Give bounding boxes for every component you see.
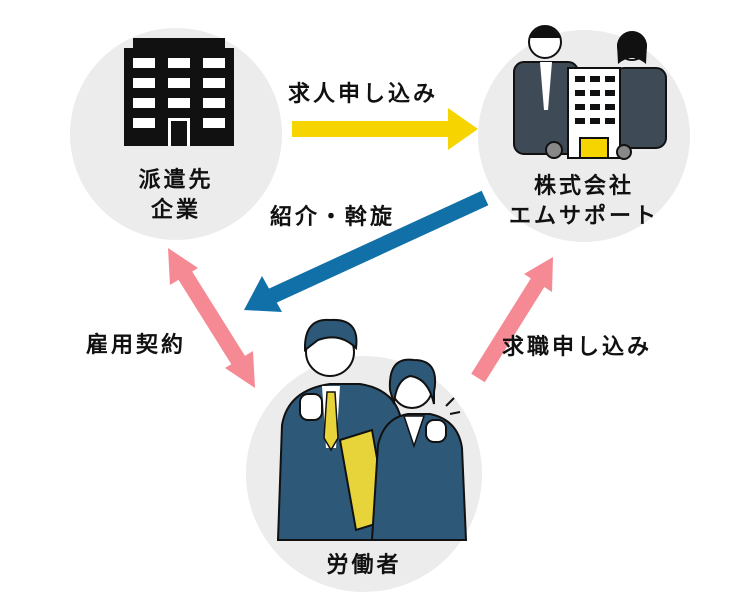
workers-illustration xyxy=(276,318,468,541)
client-label-line1: 派遣先 xyxy=(138,168,214,193)
client-label-line2: 企業 xyxy=(150,197,201,223)
job-seeking-arrow xyxy=(471,257,553,383)
introduction-label: 紹介・斡旋 xyxy=(270,205,396,230)
agency-label: 株式会社 エムサポート xyxy=(498,172,670,231)
agency-staff-illustration xyxy=(513,25,667,160)
agency-label-line1: 株式会社 xyxy=(533,174,634,199)
employment-arrow xyxy=(168,248,255,388)
job-request-label: 求人申し込み xyxy=(288,82,439,107)
introduction-arrow xyxy=(244,190,489,312)
job-request-arrow xyxy=(292,108,478,150)
employment-label: 雇用契約 xyxy=(86,333,187,358)
worker-label: 労働者 xyxy=(326,553,402,578)
job-seeking-label: 求職申し込み xyxy=(502,335,653,360)
office-building-icon xyxy=(124,38,234,146)
client-label: 派遣先 企業 xyxy=(126,166,226,225)
agency-label-line2: エムサポート xyxy=(508,203,659,229)
